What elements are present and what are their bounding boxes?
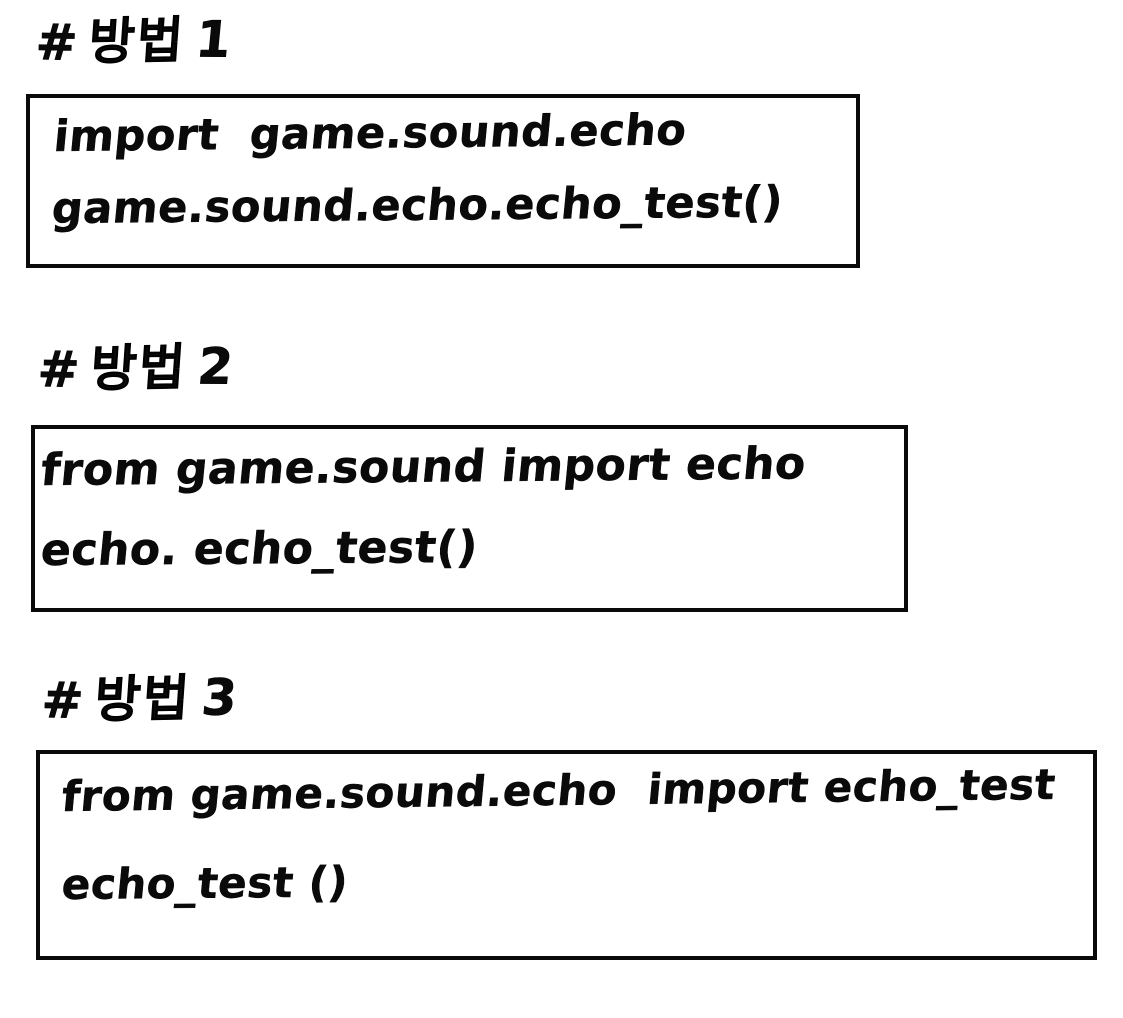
code-box-2: from game.sound import echo echo. echo_t… xyxy=(31,425,908,612)
code-line-3-2: echo_test () xyxy=(59,857,351,909)
heading-number-1: 1 xyxy=(193,10,236,69)
code-line-1-2: game.sound.echo.echo_test() xyxy=(49,177,786,234)
code-line-2-1: from game.sound import echo xyxy=(38,438,809,496)
heading-word-3: 방법 xyxy=(92,669,193,729)
hash-mark-2: # xyxy=(36,340,83,399)
code-box-3: from game.sound.echo import echo_test ec… xyxy=(36,750,1097,960)
heading-word-2: 방법 xyxy=(88,338,189,398)
hash-mark-3: # xyxy=(40,671,87,730)
code-line-3-1: from game.sound.echo import echo_test xyxy=(59,759,1058,822)
hash-mark-1: # xyxy=(34,13,81,72)
heading-number-3: 3 xyxy=(199,668,242,727)
code-line-1-1: import game.sound.echo xyxy=(51,105,689,162)
code-box-1: import game.sound.echo game.sound.echo.e… xyxy=(26,94,860,268)
code-line-2-2: echo. echo_test() xyxy=(38,521,481,577)
heading-number-2: 2 xyxy=(195,337,238,396)
heading-word-1: 방법 xyxy=(86,11,187,71)
